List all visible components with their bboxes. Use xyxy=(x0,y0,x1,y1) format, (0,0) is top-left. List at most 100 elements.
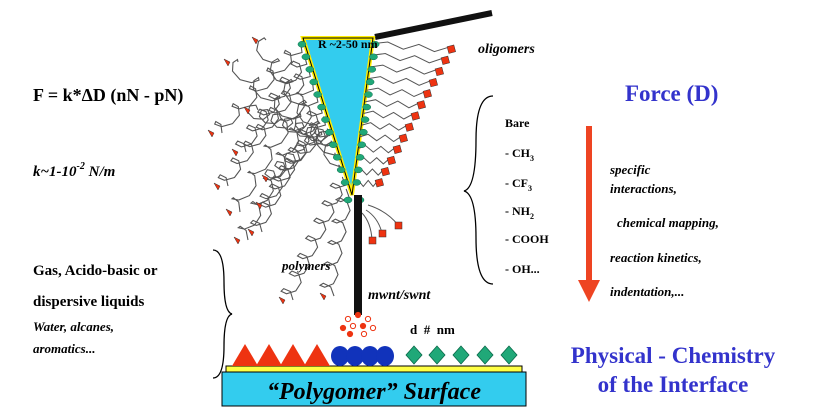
surface-triangle xyxy=(256,344,282,366)
media-brace xyxy=(212,249,233,379)
nanotube-cluster-node xyxy=(360,330,368,338)
tip-bead xyxy=(364,91,373,98)
oligomer-chain xyxy=(370,52,445,64)
polymer-end-marker xyxy=(247,228,255,237)
force-equation: F = k*ΔD (nN - pN) xyxy=(33,85,183,106)
oligomer-end-square xyxy=(368,236,377,245)
tip-bead xyxy=(357,141,366,149)
oligomer-end-square xyxy=(422,89,432,99)
tip-bead xyxy=(332,154,342,161)
tip-bead xyxy=(329,141,338,149)
oligomer-chain xyxy=(372,41,451,53)
polymer-end-marker xyxy=(231,148,239,157)
force-title: Force (D) xyxy=(625,81,718,106)
tip-bead xyxy=(362,103,372,111)
group-nh2-text: - NH xyxy=(505,204,531,218)
nanotube-cluster-node xyxy=(349,322,357,330)
polymer-chain xyxy=(231,58,337,156)
spring-constant: k~1-10-2 N/m xyxy=(33,161,115,180)
tip-bead xyxy=(365,78,375,86)
surface-ball xyxy=(361,346,379,366)
polymer-chain xyxy=(237,92,319,241)
tip-bead xyxy=(297,41,307,48)
polymer-end-marker xyxy=(255,201,263,210)
tip-bead xyxy=(359,128,368,136)
polymer-end-marker xyxy=(233,236,241,245)
group-ch3: - CH3 xyxy=(505,146,534,163)
bullet-interactions: interactions, xyxy=(610,181,677,196)
polymer-chain xyxy=(234,55,308,153)
oligomer-end-square xyxy=(434,66,444,77)
oligomer-chain xyxy=(362,110,415,120)
tip-bead xyxy=(336,166,346,174)
afm-tip-outline xyxy=(302,37,374,196)
nanotube-cluster-node xyxy=(359,322,367,330)
interface-title-2: of the Interface xyxy=(598,372,749,397)
nanotube-end-cluster xyxy=(339,311,377,338)
surface-diamond xyxy=(428,345,446,365)
oligomer-end-square xyxy=(440,55,450,65)
polymer-chain xyxy=(247,104,334,147)
surface-diamond xyxy=(500,345,518,365)
media-line-1: Gas, Acido-basic or xyxy=(33,263,158,279)
oligomer-end-square xyxy=(392,144,402,154)
oligomer-chain xyxy=(361,122,409,131)
oligomer-end-square xyxy=(446,44,456,54)
group-cf3-sub: 3 xyxy=(528,184,532,193)
polymer-end-marker xyxy=(261,174,269,183)
polymer-end-marker xyxy=(319,292,327,301)
oligomer-end-square xyxy=(428,77,438,88)
surface-triangle xyxy=(304,344,330,366)
spring-constant-exponent: -2 xyxy=(77,161,85,172)
polymer-chain xyxy=(264,127,331,179)
tip-bead xyxy=(325,128,334,136)
tip-bead xyxy=(370,41,380,48)
cantilever xyxy=(374,10,493,40)
bullet-specific: specific xyxy=(609,162,651,177)
surface-ball xyxy=(331,346,349,366)
tip-bead xyxy=(313,91,322,98)
force-arrow-head xyxy=(578,280,600,302)
surface-name: “Polygomer” Surface xyxy=(267,379,481,405)
polymer-end-marker xyxy=(251,36,259,45)
oligomer-chain xyxy=(364,99,421,109)
oligomer-end-square xyxy=(394,221,403,230)
nanotube-cluster-node xyxy=(369,324,377,332)
group-oh: - OH... xyxy=(505,262,540,276)
tip-radius-label: R ~2-50 nm xyxy=(318,37,378,51)
nanotube-label: mwnt/swnt xyxy=(368,288,431,303)
nanotube-cluster-node xyxy=(364,315,372,323)
surface-diamond xyxy=(452,345,470,365)
oligomers-label: oligomers xyxy=(478,42,535,57)
media-examples-2: aromatics... xyxy=(33,341,95,356)
oligomer-end-square xyxy=(386,155,396,166)
surface-triangle xyxy=(232,344,258,366)
oligomer-chain xyxy=(365,209,383,234)
tip-bead xyxy=(321,116,330,123)
tip-bead xyxy=(369,53,378,61)
tip-bead xyxy=(354,166,363,174)
polymer-chain xyxy=(280,176,346,301)
surface-diamond xyxy=(476,345,494,365)
group-cf3-text: - CF xyxy=(505,176,528,190)
spring-constant-prefix: k~1-10 xyxy=(33,164,77,180)
polymer-end-marker xyxy=(213,182,221,191)
surface-slab xyxy=(221,371,527,407)
group-ch3-sub: 3 xyxy=(530,154,534,163)
group-nh2-sub: 2 xyxy=(530,212,534,221)
tip-bead xyxy=(301,53,311,61)
surface-diamond xyxy=(405,345,423,365)
tip-bead xyxy=(355,154,365,161)
oligomer-end-square xyxy=(410,111,420,121)
oligomer-brushes xyxy=(353,41,456,245)
oligomer-end-square xyxy=(416,100,426,110)
surface-ball xyxy=(346,346,364,366)
nanotube-cluster-node xyxy=(354,311,362,319)
oligomer-end-square xyxy=(404,122,414,132)
nanotube-cluster-node xyxy=(346,330,354,338)
groups-brace xyxy=(463,95,494,285)
media-line-2: dispersive liquids xyxy=(33,294,144,310)
tip-bead xyxy=(352,179,361,186)
